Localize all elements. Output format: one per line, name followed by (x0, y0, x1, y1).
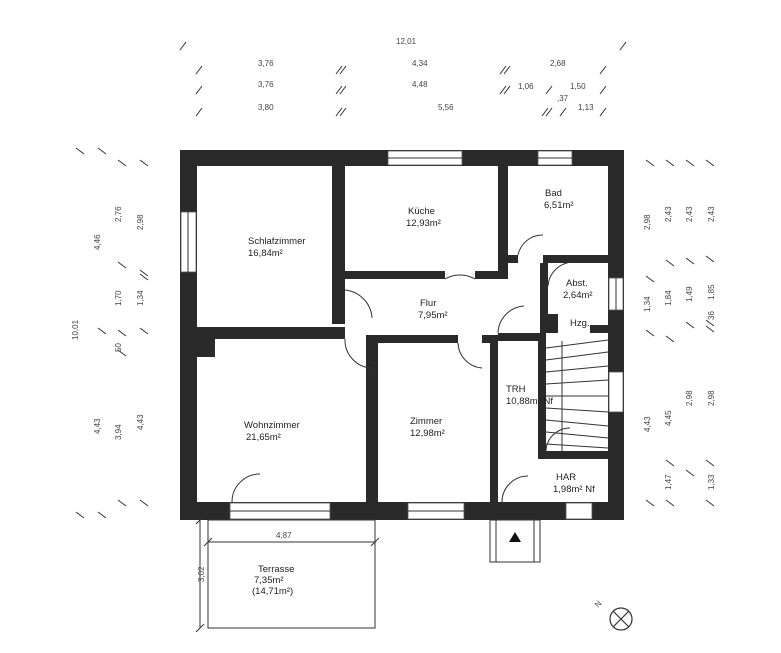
top-dimensions: 12,01 3,76 4,34 2,68 3,76 4,48 1,06 1,50… (179, 37, 627, 117)
entrance-arrow-icon (509, 532, 521, 542)
dim-left-3d: 50 (114, 343, 123, 352)
dim-right-2d: 1,47 (664, 474, 673, 490)
windows (180, 150, 624, 520)
dim-right-4d: 2,98 (707, 390, 716, 406)
dim-top-10: 5,56 (438, 103, 454, 112)
dim-top-11: 1,13 (578, 103, 594, 112)
dim-right-4c: 36 (707, 311, 716, 320)
dim-left-2a: 4,46 (93, 234, 102, 250)
room-abst-name: Abst. (566, 278, 588, 289)
room-trh-area: 10,88m² Nf (506, 396, 553, 407)
dim-right-2b: 1,84 (664, 290, 673, 306)
room-terrasse-area-alt: (14,71m²) (252, 586, 293, 597)
dim-right-1c: 4,43 (643, 416, 652, 432)
room-wohnzimmer-name: Wohnzimmer (244, 420, 300, 431)
dim-right-2c: 4,45 (664, 410, 673, 426)
dim-right-1a: 2,98 (643, 214, 652, 230)
dim-top-5: 4,48 (412, 80, 428, 89)
compass-label: N (593, 599, 604, 610)
dim-left-3c: 3,94 (114, 424, 123, 440)
entrance-steps (489, 519, 541, 563)
dim-terrace-width: 4,87 (276, 531, 292, 540)
room-zimmer-name: Zimmer (410, 416, 442, 427)
room-labels: Schlafzimmer 16,84m² Küche 12,93m² Bad 6… (244, 188, 595, 597)
dim-right-4e: 1,33 (707, 474, 716, 490)
dim-top-8: ,37 (557, 94, 569, 103)
room-terrasse-name: Terrasse (258, 564, 294, 575)
room-terrasse-area: 7,35m² (254, 575, 284, 586)
room-flur-area: 7,95m² (418, 310, 448, 321)
dim-left-4c: 4,43 (136, 414, 145, 430)
dim-top-3: 2,68 (550, 59, 566, 68)
room-trh-name: TRH (506, 384, 526, 395)
room-schlafzimmer-area: 16,84m² (248, 248, 283, 259)
stairs (545, 339, 609, 451)
room-hzg-name: Hzg. (570, 318, 590, 329)
north-arrow-icon: N (593, 599, 633, 631)
terrace: 4,87 3,02 (195, 515, 380, 633)
dim-terrace-depth: 3,02 (197, 566, 206, 582)
dim-top-7: 1,50 (570, 82, 586, 91)
dim-left-overall: 10,01 (71, 319, 80, 340)
dim-left-2b: 4,43 (93, 418, 102, 434)
dim-right-4b: 1,85 (707, 284, 716, 300)
room-zimmer-area: 12,98m² (410, 428, 445, 439)
dim-top-9: 3,80 (258, 103, 274, 112)
dim-left-3a: 2,76 (114, 206, 123, 222)
dim-right-3c: 2,98 (685, 390, 694, 406)
dim-right-2a: 2,43 (664, 206, 673, 222)
dim-top-1: 3,76 (258, 59, 274, 68)
dim-right-1b: 1,34 (643, 296, 652, 312)
dim-left-3b: 1,70 (114, 290, 123, 306)
room-abst-area: 2,64m² (563, 290, 593, 301)
dim-top-2: 4,34 (412, 59, 428, 68)
room-har-name: HAR (556, 472, 576, 483)
dim-right-3a: 2,43 (685, 206, 694, 222)
dim-left-4a: 2,98 (136, 214, 145, 230)
room-bad-area: 6,51m² (544, 200, 574, 211)
room-har-area: 1,98m² Nf (553, 484, 595, 495)
dim-right-4a: 2,43 (707, 206, 716, 222)
dim-overall-width: 12,01 (396, 37, 417, 46)
dim-top-6: 1,06 (518, 82, 534, 91)
dim-top-4: 3,76 (258, 80, 274, 89)
dim-right-3b: 1,49 (685, 286, 694, 302)
doors (231, 234, 575, 503)
room-schlafzimmer-name: Schlafzimmer (248, 236, 306, 247)
room-kueche-area: 12,93m² (406, 218, 441, 229)
room-flur-name: Flur (420, 298, 436, 309)
dim-left-4b: 1,34 (136, 290, 145, 306)
room-wohnzimmer-area: 21,65m² (246, 432, 281, 443)
left-dimensions: 10,01 4,46 4,43 2,76 1,70 3,94 50 2,98 1… (71, 147, 149, 519)
right-dimensions: 2,98 1,34 4,43 2,43 1,84 4,45 1,47 2,43 … (643, 159, 716, 507)
room-kueche-name: Küche (408, 206, 435, 217)
room-bad-name: Bad (545, 188, 562, 199)
